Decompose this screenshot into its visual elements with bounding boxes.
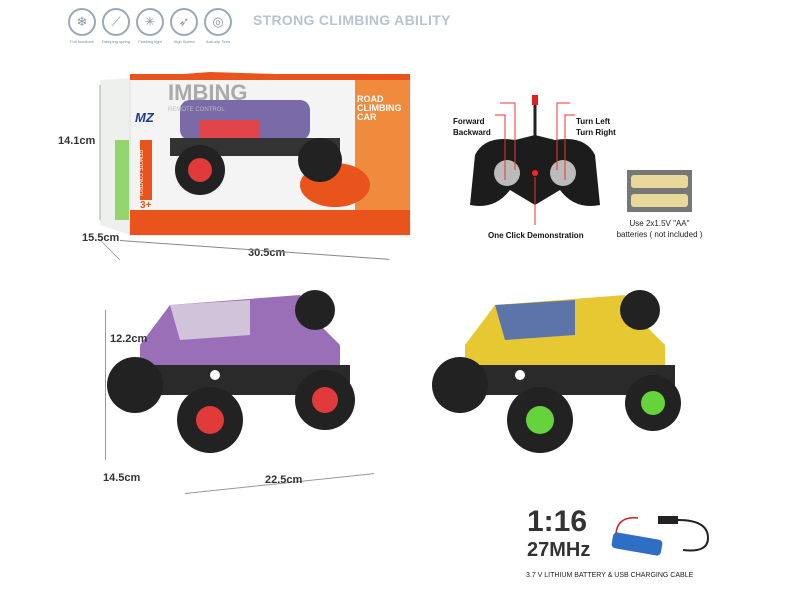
battery-note-line2: batteries ( not included ) xyxy=(616,230,703,239)
box-brand-logo: MZ xyxy=(135,110,154,125)
damping-spring-icon: ⟋ xyxy=(102,8,130,36)
headline: STRONG CLIMBING ABILITY xyxy=(253,12,451,28)
box-panel-title: ROAD CLIMBING CAR xyxy=(357,94,402,122)
scale-label: 1:16 xyxy=(527,505,588,538)
anti-slip-tires-icon: ◎ xyxy=(204,8,232,36)
car-depth-label: 14.5cm xyxy=(103,472,141,484)
flashing-light-icon: ✳ xyxy=(136,8,164,36)
forward-label: Forward xyxy=(453,117,485,126)
feature-full-functions: ❄Full functions xyxy=(62,8,102,44)
car-height-label: 12.2cm xyxy=(110,333,148,345)
box-dimension-lines xyxy=(99,85,121,260)
backward-label: Backward xyxy=(453,128,491,137)
feature-anti-slip-tires: ◎Anti-slip Tires xyxy=(198,8,238,44)
box-depth-label: 15.5cm xyxy=(82,232,120,244)
frequency-label: 27MHz xyxy=(527,539,591,561)
box-height-label: 14.1cm xyxy=(58,135,96,147)
battery-note: Use 2x1.5V "AA" batteries ( not included… xyxy=(612,218,707,240)
battery-note-line1: Use 2x1.5V "AA" xyxy=(629,219,690,228)
battery-icon xyxy=(627,170,692,212)
box-illustration xyxy=(100,72,411,236)
feature-damping-spring: ⟋Damping spring xyxy=(96,8,136,44)
remote-illustration xyxy=(470,95,600,225)
feature-flashing-light: ✳Flashing light xyxy=(130,8,170,44)
car-height-line xyxy=(105,310,106,460)
turn-left-label: Turn Left xyxy=(576,117,611,126)
box-width-label: 30.5cm xyxy=(248,247,286,259)
accessories-label: 3.7 V LITHIUM BATTERY & USB CHARGING CAB… xyxy=(526,572,694,579)
age-badge: 3+ xyxy=(140,200,152,211)
battery-and-cable-icon xyxy=(611,516,710,556)
demo-label: One Click Demonstration xyxy=(488,231,584,240)
car-green-wheels xyxy=(432,290,681,453)
full-functions-icon: ❄ xyxy=(68,8,96,36)
high-speed-icon: ➶ xyxy=(170,8,198,36)
feature-high-speed: ➶High Speed xyxy=(164,8,204,44)
box-title: IMBING xyxy=(168,80,248,105)
turn-right-label: Turn Right xyxy=(576,128,616,137)
box-subtitle: REMOTE CONTROL xyxy=(168,107,225,113)
car-red-wheels xyxy=(107,290,355,453)
car-length-label: 22.5cm xyxy=(265,474,303,486)
